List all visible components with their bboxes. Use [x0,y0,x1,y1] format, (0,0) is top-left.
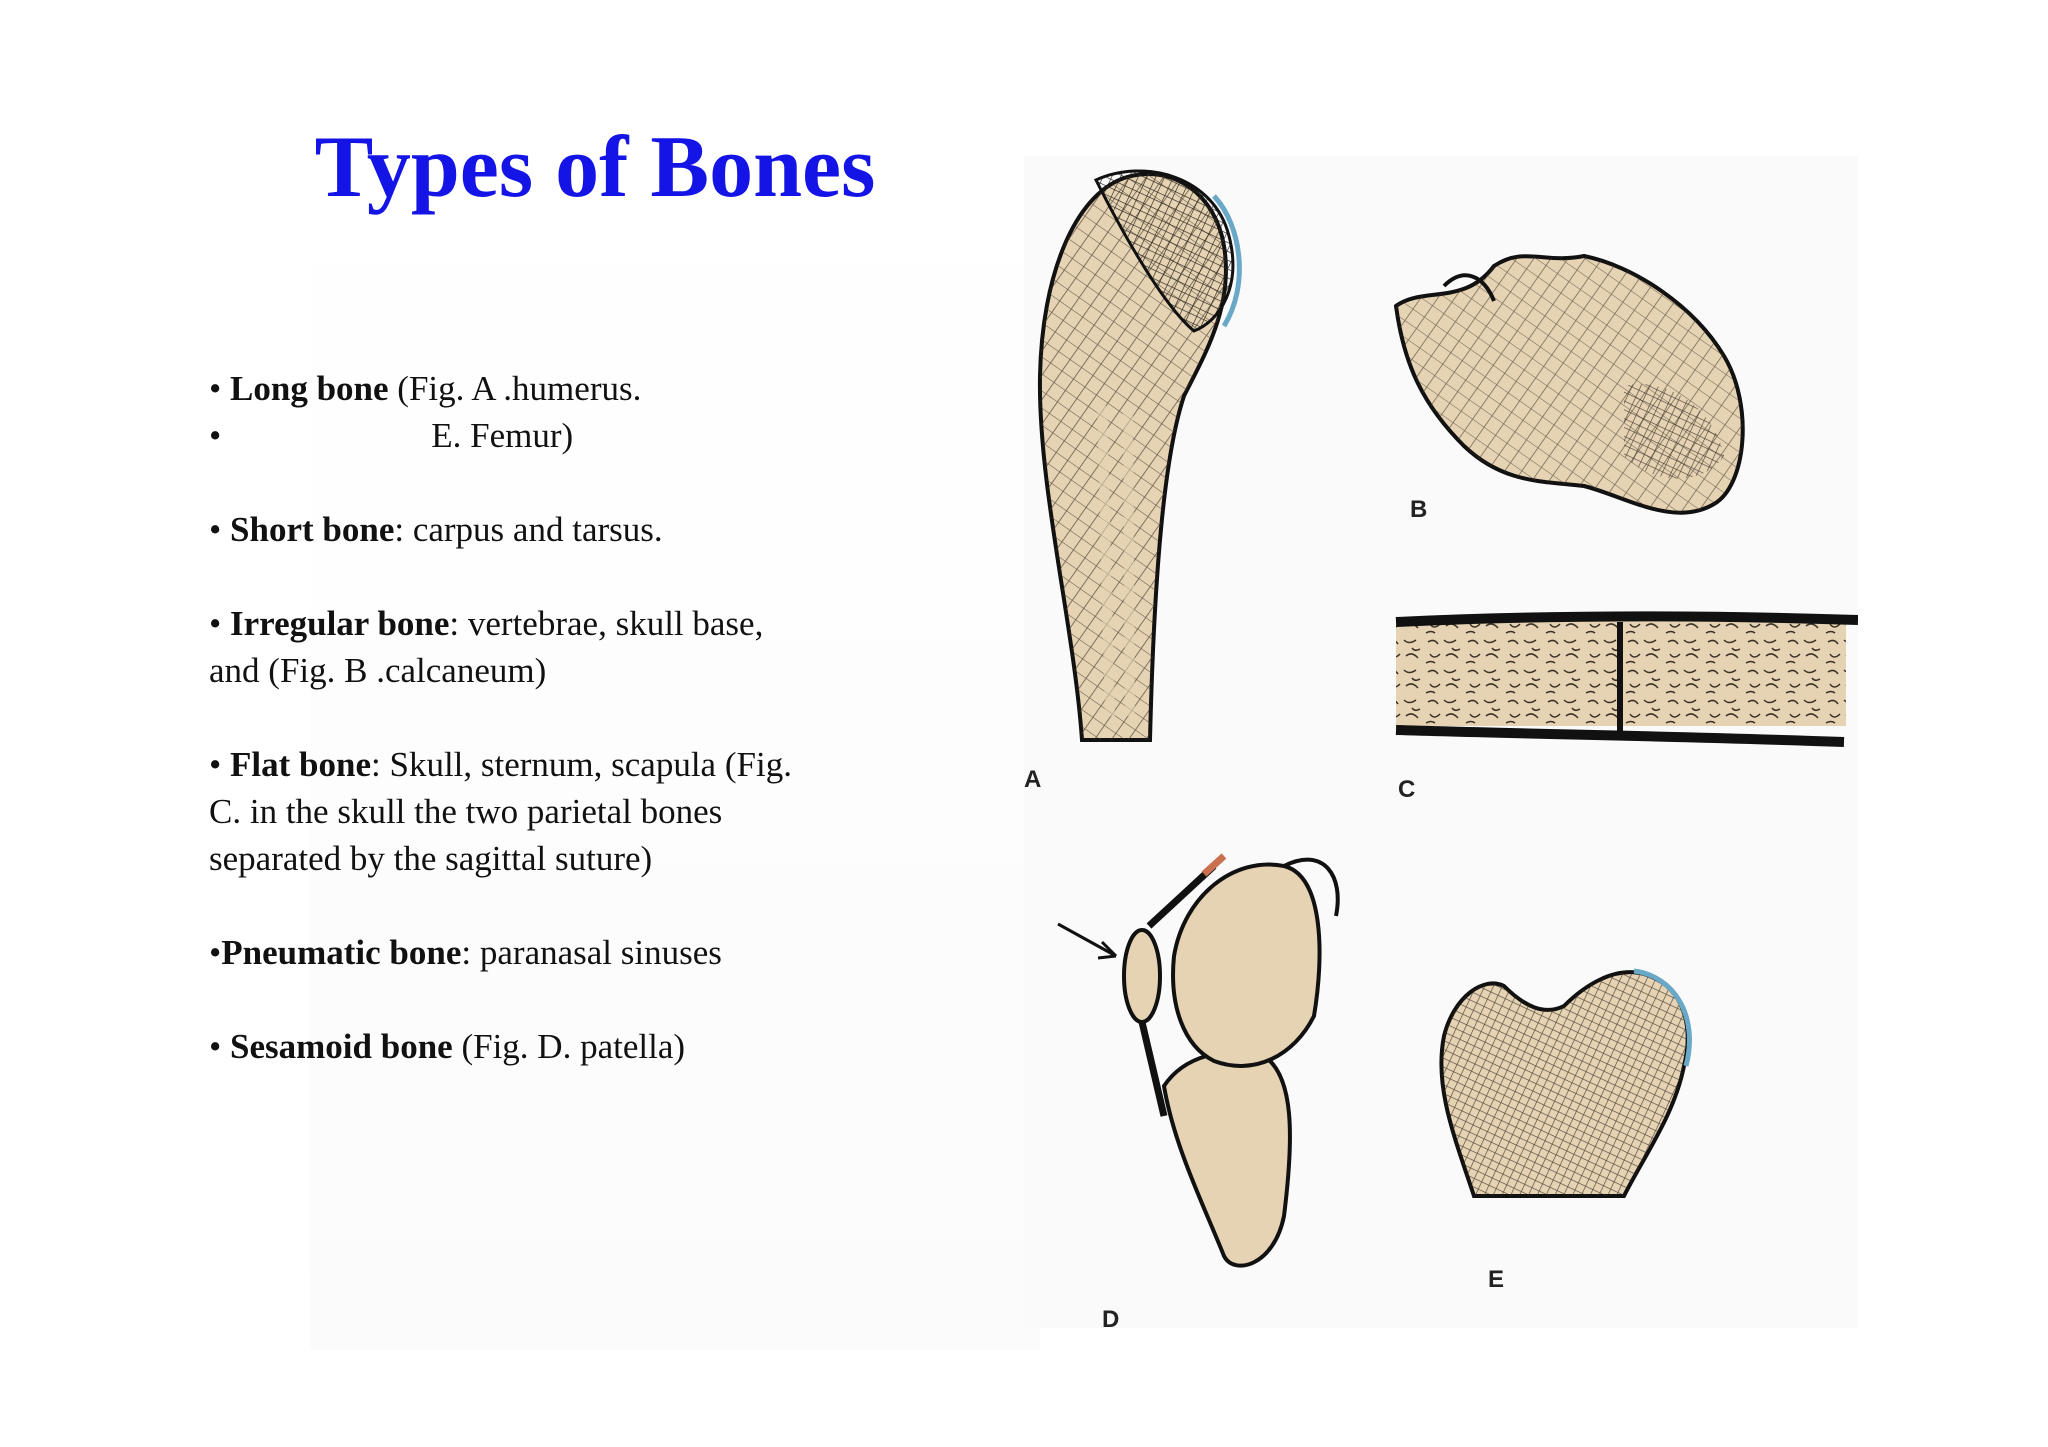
bullet-sesamoid-bone: • Sesamoid bone (Fig. D. patella) [209,1027,686,1066]
bone-illustrations [1037,169,1858,1268]
bone-types-figure: A B C D E [1024,156,1858,1333]
figure-label-d: D [1102,1306,1120,1333]
bullet-short-bone: • Short bone: carpus and tarsus. [209,510,663,549]
bullet-long-bone: • Long bone (Fig. A .humerus. [209,369,642,408]
figure-label-c: C [1398,776,1416,803]
calcaneum-illustration [1393,253,1745,515]
bullet-femur: • E. Femur) [209,416,574,455]
bullet-pneumatic-bone: •Pneumatic bone: paranasal sinuses [209,933,722,972]
figure-label-e: E [1488,1266,1505,1293]
knee-patella-illustration [1057,853,1340,1268]
bullet-flat-bone-cont-2: separated by the sagittal suture) [209,839,653,878]
slide-background [310,150,1040,1350]
femur-illustration [1439,968,1692,1198]
bullet-irregular-bone: • Irregular bone: vertebrae, skull base, [209,604,764,643]
bullet-list: • Long bone (Fig. A .humerus. • E. Femur… [209,365,889,1070]
humerus-illustration [1037,169,1242,742]
slide-title: Types of Bones [314,119,876,216]
bullet-flat-bone-cont-1: C. in the skull the two parietal bones [209,792,723,831]
bullet-flat-bone: • Flat bone: Skull, sternum, scapula (Fi… [209,745,792,784]
figure-label-b: B [1410,496,1428,523]
bullet-irregular-bone-cont: and (Fig. B .calcaneum) [209,651,547,690]
flat-bone-illustration [1395,611,1858,747]
figure-label-a: A [1024,766,1042,793]
